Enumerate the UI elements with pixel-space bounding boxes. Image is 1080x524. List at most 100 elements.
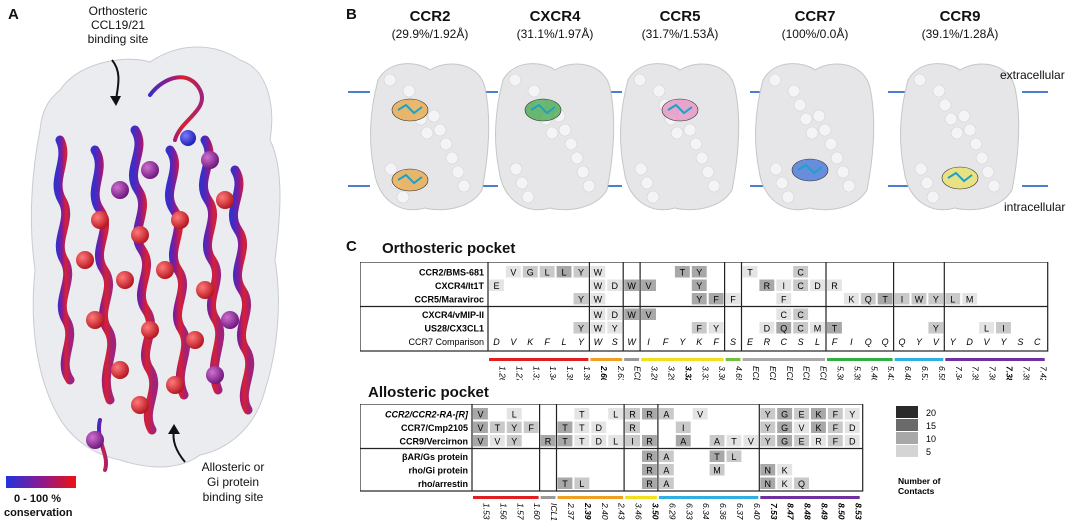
- contact-cell: [928, 322, 944, 334]
- contact-residue: D: [849, 437, 856, 447]
- structure-gallery: [348, 63, 1048, 211]
- position-label: 2.60: [599, 365, 609, 380]
- contact-cell: [590, 266, 606, 278]
- contact-residue: Y: [511, 423, 517, 433]
- receptor-structure: [6, 46, 281, 488]
- contact-residue: Y: [765, 437, 771, 447]
- contact-cell: [607, 308, 623, 320]
- allosteric-site-label: Allosteric or Gi protein binding site: [201, 460, 265, 504]
- position-label: 2.40: [600, 502, 610, 520]
- contact-cell: [607, 279, 623, 291]
- contact-residue: A: [663, 466, 669, 476]
- structure-ccr7: [755, 63, 875, 211]
- contact-residue: L: [950, 295, 955, 305]
- panel-a-letter: A: [8, 6, 19, 23]
- contact-cell: [776, 293, 792, 305]
- comparison-residue: D: [966, 337, 973, 347]
- comparison-residue: E: [747, 337, 754, 347]
- contact-residue: L: [545, 268, 550, 278]
- contact-residue: D: [596, 437, 603, 447]
- contact-cell: [489, 421, 505, 433]
- helix-4: [164, 145, 191, 400]
- contact-residue: V: [646, 310, 652, 320]
- position-label: 6.37: [735, 503, 745, 520]
- position-label: ECL2: [802, 366, 812, 380]
- position-label: 5.39: [852, 366, 862, 380]
- orthosteric-row-label: CXCR4/vMIP-II: [422, 310, 484, 320]
- contact-residue: R: [646, 410, 653, 420]
- extracellular-label: extracellular: [1000, 68, 1065, 82]
- helix-6: [228, 165, 255, 415]
- contact-residue: L: [579, 479, 584, 489]
- comparison-residue: Y: [1000, 337, 1007, 347]
- contact-cell: [642, 477, 657, 489]
- contact-residue: K: [815, 410, 821, 420]
- position-label: 2.39: [583, 502, 593, 520]
- contact-residue: Y: [933, 295, 939, 305]
- contact-cell: [760, 477, 776, 489]
- contact-cell: [557, 421, 573, 433]
- position-label: ECL2: [819, 366, 829, 380]
- comparison-residue: Y: [679, 337, 686, 347]
- contact-residue: F: [697, 324, 703, 334]
- contact-residue: V: [477, 410, 483, 420]
- contact-residue: R: [815, 437, 822, 447]
- contact-residue: L: [613, 410, 618, 420]
- contact-residue: F: [833, 437, 839, 447]
- contact-residue: T: [562, 423, 568, 433]
- orthosteric-title: Orthosteric pocket: [382, 240, 516, 257]
- comparison-residue: C: [1034, 337, 1041, 347]
- contact-residue: T: [731, 437, 737, 447]
- contact-cell: [658, 477, 674, 489]
- contact-cell: [590, 308, 606, 320]
- contact-residue: N: [765, 466, 772, 476]
- position-label: 7.42: [1038, 366, 1048, 380]
- position-label: 6.33: [684, 503, 694, 520]
- contact-residue: T: [579, 423, 585, 433]
- contact-cell: [675, 421, 691, 433]
- contact-residue: Y: [696, 268, 702, 278]
- contact-cell: [760, 421, 776, 433]
- contact-residue: Y: [765, 410, 771, 420]
- contact-residue: C: [797, 310, 804, 320]
- contact-residue: K: [848, 295, 854, 305]
- contact-cell: [691, 266, 707, 278]
- orthosteric-row-label: CCR2/BMS-681: [419, 268, 484, 278]
- comparison-residue: W: [627, 337, 637, 347]
- contact-residue: Y: [696, 295, 702, 305]
- helix-bar: [658, 496, 759, 499]
- contact-residue: R: [629, 410, 636, 420]
- position-label: 1.26: [497, 366, 507, 380]
- contact-cell: [624, 308, 640, 320]
- structure-ccr5: [620, 63, 740, 211]
- contact-residue: I: [631, 437, 634, 447]
- contact-residue: A: [663, 452, 669, 462]
- contact-residue: Y: [933, 324, 939, 334]
- contact-cell: [709, 435, 725, 447]
- contact-cell: [709, 450, 725, 462]
- contact-cell: [590, 293, 606, 305]
- contact-cell: [523, 421, 539, 433]
- comparison-residue: C: [781, 337, 788, 347]
- comparison-label: CCR7 Comparison: [408, 337, 484, 347]
- contact-cell: [979, 322, 994, 334]
- contact-cell: [642, 464, 657, 476]
- contact-residue: I: [782, 281, 785, 291]
- contact-residue: R: [646, 452, 653, 462]
- contact-cell: [760, 408, 776, 420]
- helix-bar: [894, 358, 944, 361]
- comparison-residue: F: [544, 337, 550, 347]
- contact-residue: M: [713, 466, 721, 476]
- position-label: 2.63: [616, 365, 626, 380]
- contact-residue: T: [579, 410, 585, 420]
- contact-cell: [642, 435, 657, 447]
- orthosteric-row-label: CCR5/Maraviroc: [414, 295, 484, 305]
- contact-cell: [574, 477, 590, 489]
- contact-cell: [574, 408, 590, 420]
- contact-cell: [641, 308, 656, 320]
- contact-cell: [844, 421, 860, 433]
- comparison-residue: Q: [882, 337, 889, 347]
- structure-title-cxcr4: CXCR4(31.1%/1.97Å): [495, 8, 615, 41]
- contact-residue: Y: [578, 268, 584, 278]
- position-label: 6.48: [903, 366, 913, 380]
